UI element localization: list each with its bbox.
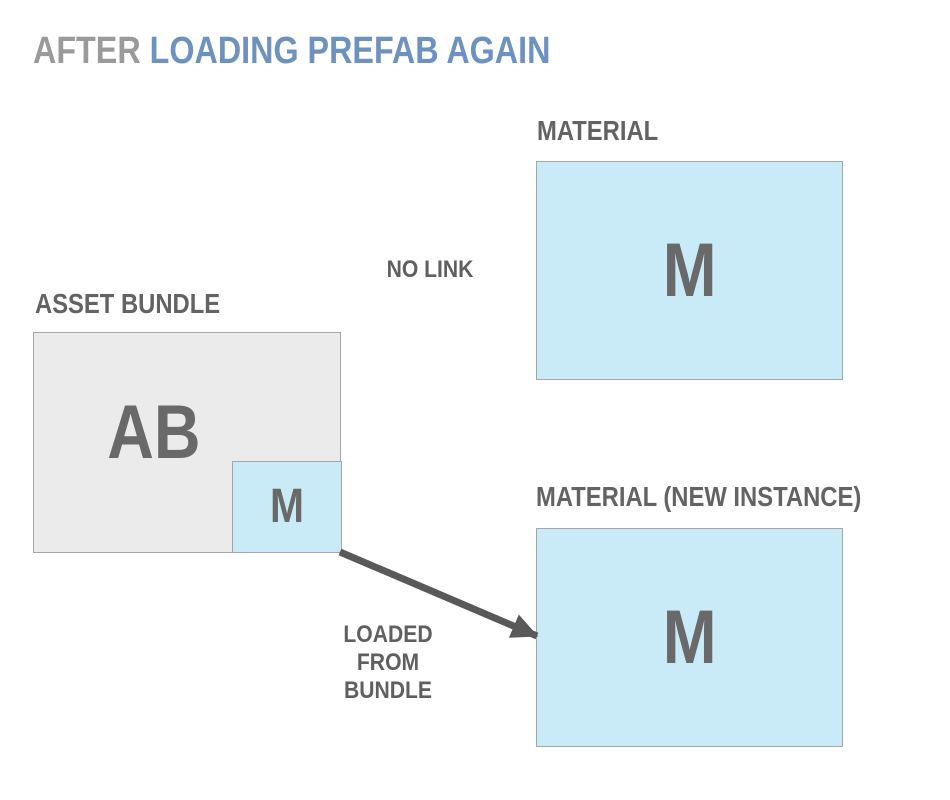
page-title-highlight: LOADING PREFAB AGAIN bbox=[149, 30, 551, 72]
asset-bundle-letter: AB bbox=[107, 390, 201, 475]
asset-bundle-box: AB bbox=[33, 332, 341, 553]
loaded-from-bundle-label: LOADED FROM BUNDLE bbox=[343, 621, 433, 704]
page-title-prefix: AFTER bbox=[33, 30, 141, 72]
material-label: MATERIAL bbox=[537, 115, 659, 146]
bundled-material-letter: M bbox=[269, 480, 304, 533]
material-letter: M bbox=[662, 227, 717, 313]
no-link-label: NO LINK bbox=[386, 256, 474, 283]
asset-bundle-label: ASSET BUNDLE bbox=[35, 288, 221, 319]
asset-bundle-letter-zone: AB bbox=[34, 333, 274, 533]
material-new-instance-label: MATERIAL (NEW INSTANCE) bbox=[536, 481, 862, 512]
material-new-instance-box: M bbox=[536, 528, 843, 747]
bundled-material-box: M bbox=[232, 461, 342, 553]
material-box: M bbox=[536, 161, 843, 380]
material-new-instance-letter: M bbox=[662, 594, 717, 680]
page-title: AFTER LOADING PREFAB AGAIN bbox=[33, 30, 642, 72]
